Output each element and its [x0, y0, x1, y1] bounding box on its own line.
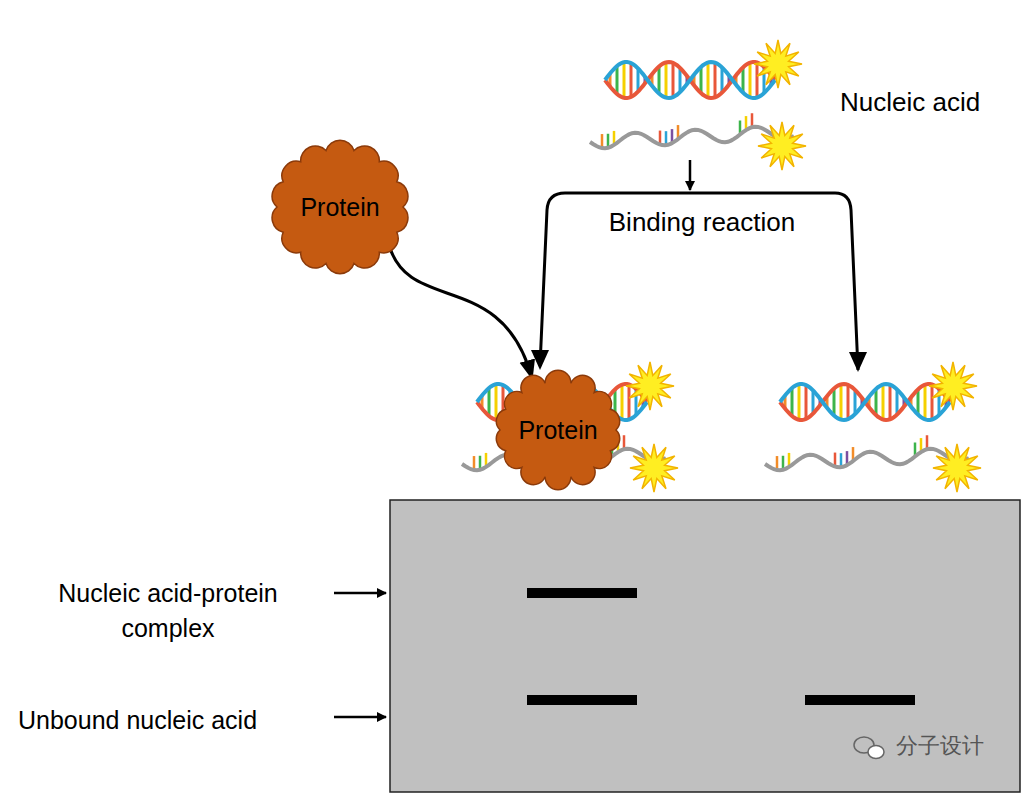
gel: [390, 500, 1020, 792]
protein-node: Protein: [492, 374, 624, 486]
band-label: Unbound nucleic acid: [18, 703, 257, 738]
nucleic-acid-figure: [765, 362, 981, 492]
protein-blob: [496, 370, 619, 489]
complex-band: [527, 588, 637, 598]
nucleic-acid-figure: [590, 40, 806, 170]
arrowhead: [531, 350, 549, 370]
free-band: [805, 695, 915, 705]
title-label: Nucleic acid: [840, 84, 980, 120]
leader-arrow: [334, 716, 386, 719]
watermark: 分子设计: [896, 731, 984, 762]
step-label: Binding reaction: [560, 204, 844, 240]
wechat-icon: [868, 746, 884, 759]
band-label: Nucleic acid-protein complex: [10, 576, 326, 646]
arrowhead: [849, 352, 867, 372]
free-band: [527, 695, 637, 705]
protein-blob: [272, 140, 408, 273]
nucleic-acid-figure: [462, 362, 678, 492]
protein-node: Protein: [269, 141, 411, 273]
input-arrow: [689, 160, 692, 190]
bracket: [540, 193, 858, 370]
node-text: Protein: [518, 416, 597, 445]
node-text: Protein: [300, 193, 379, 222]
connector: [389, 245, 532, 378]
leader-arrow: [334, 592, 386, 595]
